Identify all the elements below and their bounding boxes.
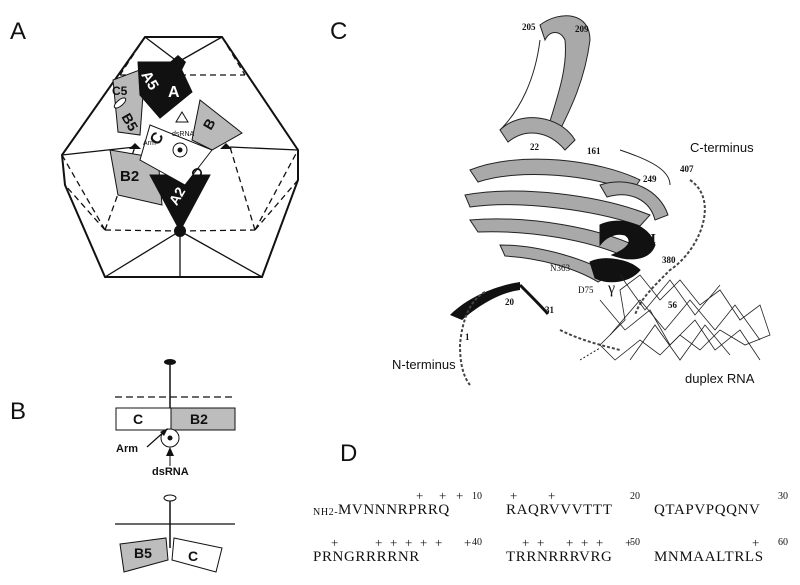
label-n-terminus: N-terminus [392,357,456,372]
charge-plus: + [581,535,589,550]
residue-161: 161 [587,146,601,156]
charge-plus: + [537,535,545,550]
charge-plus: + [510,488,518,503]
label-c-terminus: C-terminus [690,140,754,155]
charge-plus: + [456,488,464,503]
residue-205: 205 [522,22,536,32]
label-roman-ii: II [645,232,656,247]
panel-label-c: C [330,18,348,45]
label-b2: B2 [120,168,140,185]
charge-plus: + [548,488,556,503]
seq-num-50: 50 [630,537,640,548]
charge-plus: + [375,535,383,550]
label-b2-top: B2 [190,411,208,427]
seq-num-40: 40 [472,537,482,548]
label-arm-b: Arm [116,443,139,455]
charge-plus: + [405,535,413,550]
charge-plus: + [439,488,447,503]
seq-row2-block1: PRNGRRRRNR [313,549,420,565]
residue-380: 380 [662,255,676,265]
seq-num-60: 60 [778,537,788,548]
label-duplex-rna: duplex RNA [685,371,755,386]
panel-label-d: D [340,440,358,467]
seq-row2-block2: TRRNRRRVRG [506,549,613,565]
residue-22: 22 [530,142,539,152]
seq-num-10: 10 [472,491,482,502]
label-dsrna-a: dsRNA [172,131,195,138]
residue-407: 407 [680,164,694,174]
charge-plus: + [416,488,424,503]
label-dsrna-b: dsRNA [152,466,189,478]
nh2-prefix: NH2- [313,507,339,518]
label-gamma: γ [608,280,616,297]
residue-56: 56 [668,300,677,310]
seq-num-20: 20 [630,491,640,502]
panel-label-b: B [10,398,27,425]
seq-row1-block3: QTAPVPQQNV [654,502,761,518]
label-b5-bottom: B5 [134,545,152,561]
seq-row1-block2: RAQRVVVTTT [506,502,613,518]
charge-plus: + [420,535,428,550]
seq-row1-block1: MVNNNRPRRQ [338,502,450,518]
charge-plus: + [390,535,398,550]
residue-249: 249 [643,174,657,184]
charge-plus: + [522,535,530,550]
residue-31: 31 [545,305,554,315]
charge-plus: + [464,535,472,550]
label-c-top: C [133,411,144,427]
charge-plus: + [752,535,760,550]
charge-plus: + [331,535,339,550]
label-arm-a: Arm [143,140,156,147]
seq-row2-block3: MNMAALTRLS [654,549,764,565]
residue-d75: D75 [578,285,594,295]
charge-plus: + [435,535,443,550]
label-c-bottom: C [188,548,199,564]
label-c5: C5 [112,84,128,98]
charge-plus: + [596,535,604,550]
charge-plus: + [625,535,633,550]
label-a: A [168,84,180,101]
residue-n363: N363 [550,263,570,273]
panel-label-a: A [10,18,27,45]
residue-209: 209 [575,24,589,34]
residue-1: 1 [465,332,470,342]
charge-plus: + [566,535,574,550]
seq-num-30: 30 [778,491,788,502]
residue-20: 20 [505,297,514,307]
